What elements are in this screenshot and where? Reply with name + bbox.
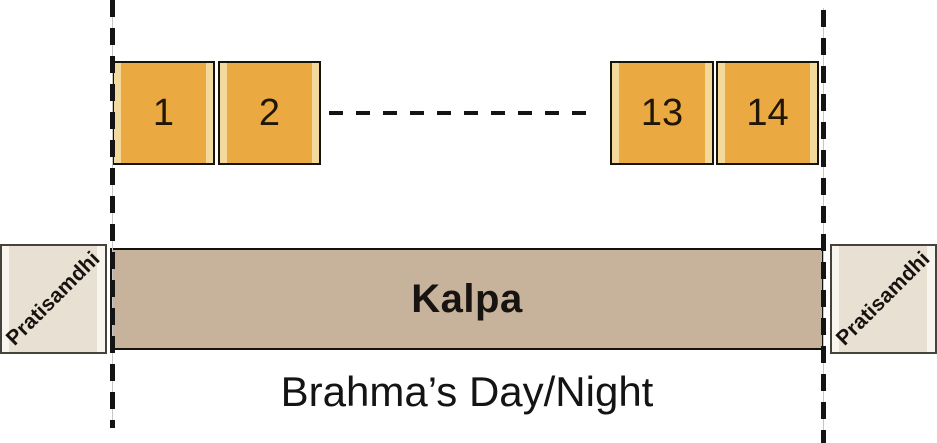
cycle-box-14-label: 14 [746,91,789,134]
pratisamdhi-box-left: Pratisamdhi [0,244,107,354]
pratisamdhi-left-label: Pratisamdhi [1,247,105,351]
right-boundary-dashed-line [821,10,826,443]
cycle-box-2-label: 2 [258,91,281,134]
cycle-box-13: 13 [610,61,714,165]
cycle-box-14: 14 [716,61,819,165]
cycle-box-2: 2 [218,61,321,165]
pratisamdhi-right-label: Pratisamdhi [831,247,935,351]
cycle-box-1-label: 1 [152,91,175,134]
kalpa-bar-label: Kalpa [411,276,523,321]
cycle-box-13-label: 13 [640,91,684,134]
pratisamdhi-box-right: Pratisamdhi [830,244,937,354]
ellipsis-dashed-connector [329,111,599,115]
kalpa-bar: Kalpa [110,248,824,350]
cycle-box-1: 1 [112,61,215,165]
brahmas-day-night-caption: Brahma’s Day/Night [280,368,654,415]
left-boundary-dashed-line [110,0,115,428]
